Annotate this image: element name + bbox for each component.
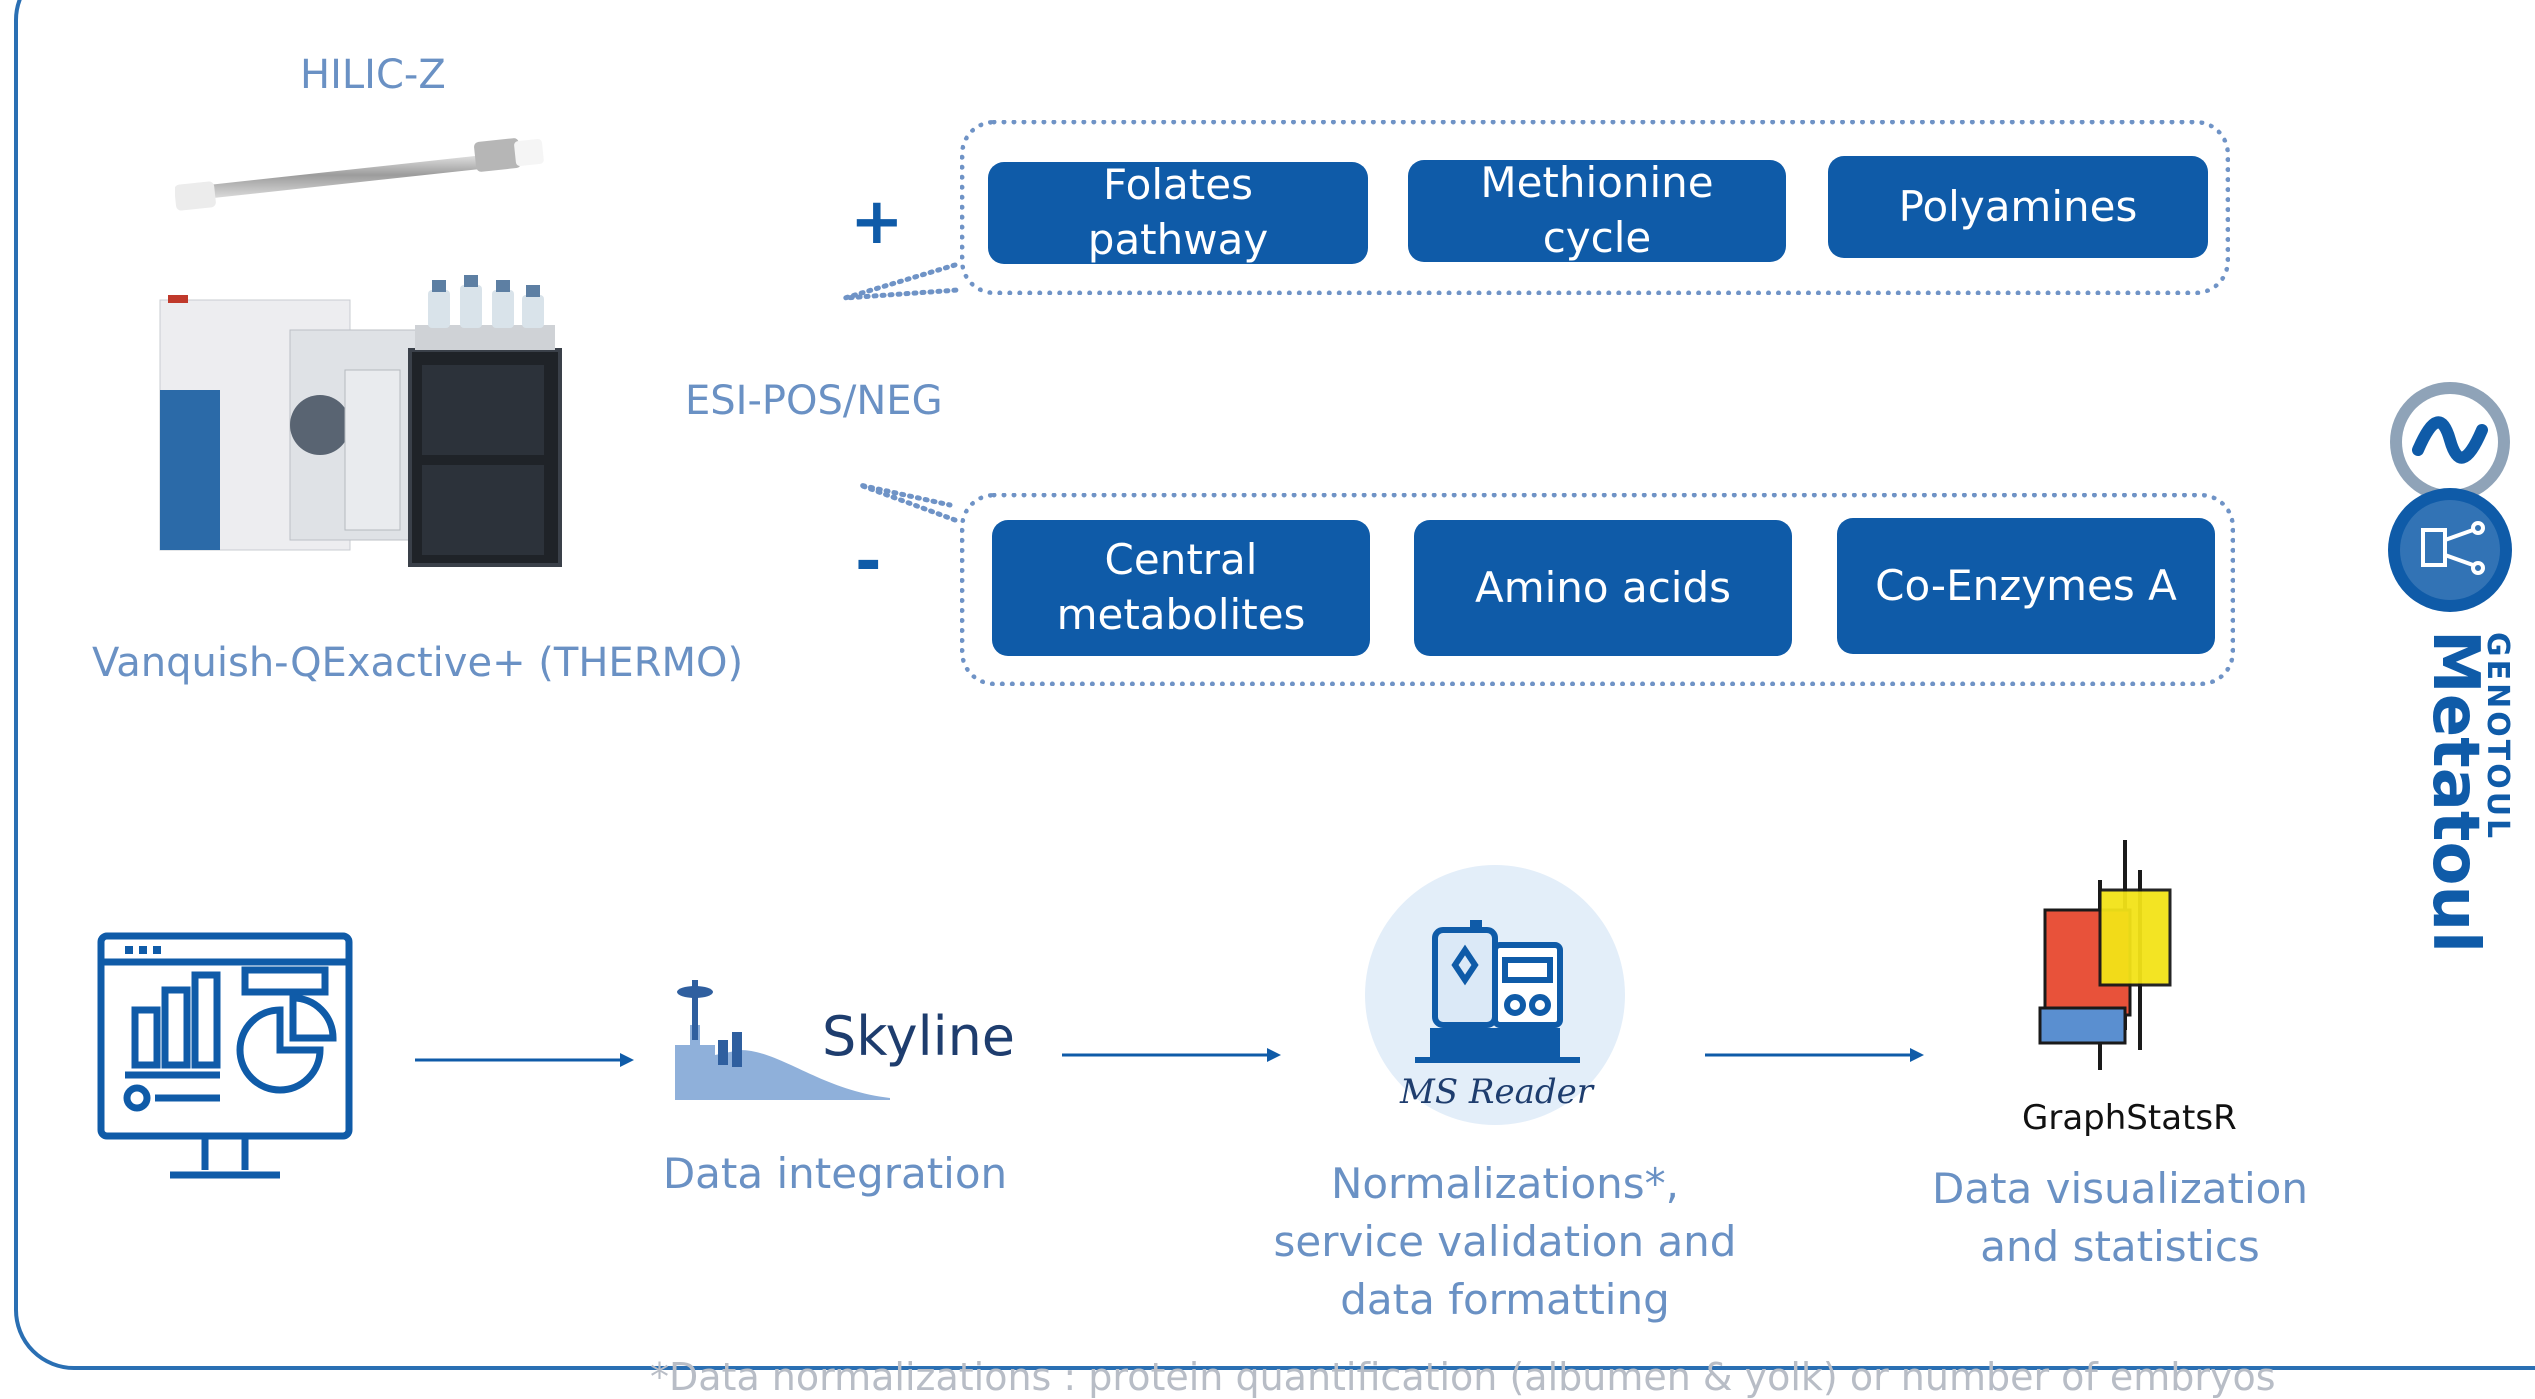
step-label-visualization: Data visualization and statistics: [1932, 1164, 2308, 1271]
negative-mode-sign: -: [855, 525, 882, 599]
ionization-label: ESI-POS/NEG: [685, 378, 943, 424]
arrow-2: [1062, 1048, 1281, 1062]
callout-pointers: [844, 262, 961, 523]
skyline-logo-icon: [675, 980, 890, 1100]
skyline-logo-text: Skyline: [822, 1005, 1016, 1068]
dashboard-monitor-icon: [97, 932, 353, 1179]
ms-reader-logo-icon: [1415, 920, 1580, 1063]
chip-polyamines: Polyamines: [1828, 156, 2208, 258]
metatoul-logo-text: Metatoul: [2418, 630, 2492, 953]
arrow-1: [415, 1053, 634, 1067]
metatoul-logo-icon: [2388, 382, 2512, 612]
step-label-normalizations: Normalizations*, service validation and …: [1273, 1159, 1737, 1324]
column-label: HILIC-Z: [300, 52, 446, 98]
chip-co-enzymes-a: Co-Enzymes A: [1837, 518, 2215, 654]
chip-amino-acids: Amino acids: [1414, 520, 1792, 656]
instrument-label: Vanquish-QExactive+ (THERMO): [92, 640, 744, 686]
chip-folates-pathway: Folates pathway: [988, 160, 1368, 264]
page-frame: [14, 0, 2535, 1370]
step-label-data-integration: Data integration: [662, 1149, 1008, 1198]
negative-mode-box: [960, 493, 2235, 686]
graphstats-title: GraphStatsR: [2022, 1098, 2237, 1138]
ms-reader-logo-text: MS Reader: [1400, 1072, 1594, 1112]
positive-mode-box: [960, 120, 2230, 295]
mass-spectrometer-image: [159, 275, 562, 567]
genotoul-logo-text: GENOTOUL: [2480, 632, 2515, 842]
chip-central-metabolites: Central metabolites: [992, 520, 1370, 656]
chip-methionine-cycle: Methionine cycle: [1408, 158, 1786, 262]
positive-mode-sign: +: [850, 185, 904, 259]
hplc-column-image: [175, 138, 544, 211]
footnote: *Data normalizations : protein quantific…: [650, 1355, 2276, 1399]
graphstats-logo-icon: [2038, 840, 2172, 1070]
arrow-3: [1705, 1048, 1924, 1062]
